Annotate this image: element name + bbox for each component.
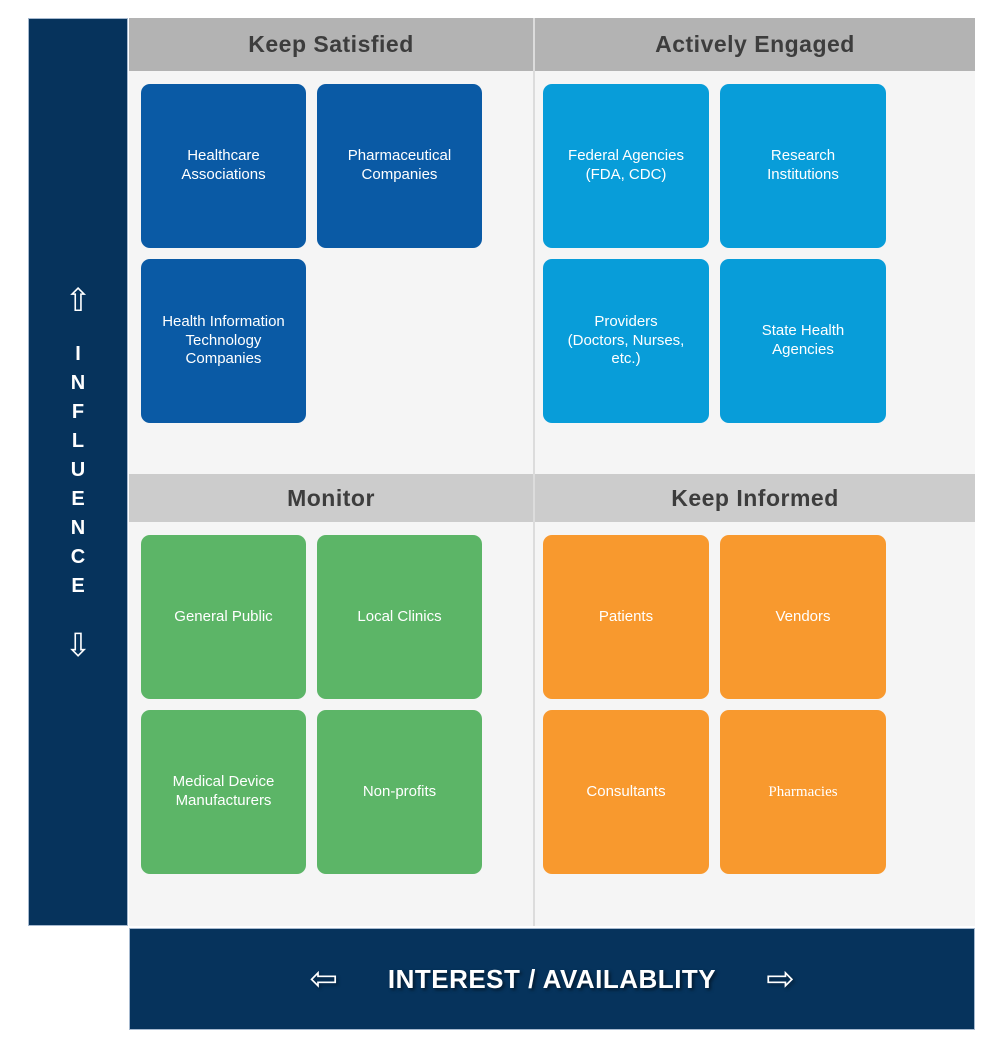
quadrant-header-monitor: Monitor	[129, 474, 533, 522]
stakeholder-card: Health Information Technology Companies	[141, 259, 306, 423]
arrow-up-icon: ⇧	[64, 280, 92, 319]
card-label: Vendors	[775, 607, 831, 625]
card-label: Health Information Technology Companies	[162, 312, 285, 368]
stakeholder-card: Non-profits	[317, 710, 482, 874]
arrow-left-icon: ⇦	[309, 959, 338, 999]
card-label: Research Institutions	[767, 147, 839, 183]
stakeholder-card: Pharmaceutical Companies	[317, 84, 482, 248]
card-label: Pharmaceutical Companies	[347, 147, 452, 183]
card-label: Federal Agencies (FDA, CDC)	[568, 147, 684, 183]
influence-axis: ⇧ I N F L U E N C E ⇩	[28, 18, 128, 926]
quadrant-header-keep-informed: Keep Informed	[535, 474, 975, 522]
stakeholder-card: Consultants	[543, 710, 709, 874]
card-label: Healthcare Associations	[181, 147, 266, 183]
quadrant-monitor: General Public Local Clinics Medical Dev…	[129, 522, 533, 926]
stakeholder-card: Federal Agencies (FDA, CDC)	[543, 84, 709, 248]
quadrant-divider	[533, 18, 535, 926]
quadrant-header-keep-satisfied: Keep Satisfied	[129, 18, 533, 71]
arrow-right-icon: ⇨	[766, 959, 795, 999]
stakeholder-card: Providers (Doctors, Nurses, etc.)	[543, 259, 709, 423]
card-label: Pharmacies	[768, 783, 838, 800]
quadrant-header-actively-engaged: Actively Engaged	[535, 18, 975, 71]
stakeholder-card: Pharmacies	[720, 710, 886, 874]
card-label: Patients	[598, 607, 654, 625]
stakeholder-card: Patients	[543, 535, 709, 699]
stakeholder-card: Medical Device Manufacturers	[141, 710, 306, 874]
stakeholder-card: Local Clinics	[317, 535, 482, 699]
arrow-down-icon: ⇩	[64, 625, 92, 664]
quadrant-grid: Keep Satisfied Actively Engaged Healthca…	[129, 18, 975, 926]
quadrant-keep-satisfied: Healthcare Associations Pharmaceutical C…	[129, 71, 533, 474]
card-label: State Health Agencies	[761, 322, 845, 358]
card-label: Providers (Doctors, Nurses, etc.)	[567, 312, 685, 368]
card-label: Local Clinics	[357, 607, 442, 625]
influence-axis-label: I N F L U E N C E	[70, 342, 86, 597]
card-label: Consultants	[586, 782, 666, 800]
card-label: Medical Device Manufacturers	[172, 773, 275, 809]
interest-axis-label: INTEREST / AVAILABLITY	[387, 963, 717, 994]
card-label: Non-profits	[362, 782, 437, 800]
stakeholder-card: Healthcare Associations	[141, 84, 306, 248]
quadrant-keep-informed: Patients Vendors Consultants Pharmacies	[535, 522, 975, 926]
card-label: General Public	[174, 607, 273, 625]
quadrant-actively-engaged: Federal Agencies (FDA, CDC) Research Ins…	[535, 71, 975, 474]
stakeholder-card: State Health Agencies	[720, 259, 886, 423]
interest-axis: ⇦ INTEREST / AVAILABLITY ⇨	[129, 928, 975, 1030]
stakeholder-card: Research Institutions	[720, 84, 886, 248]
stakeholder-card: Vendors	[720, 535, 886, 699]
stakeholder-card: General Public	[141, 535, 306, 699]
